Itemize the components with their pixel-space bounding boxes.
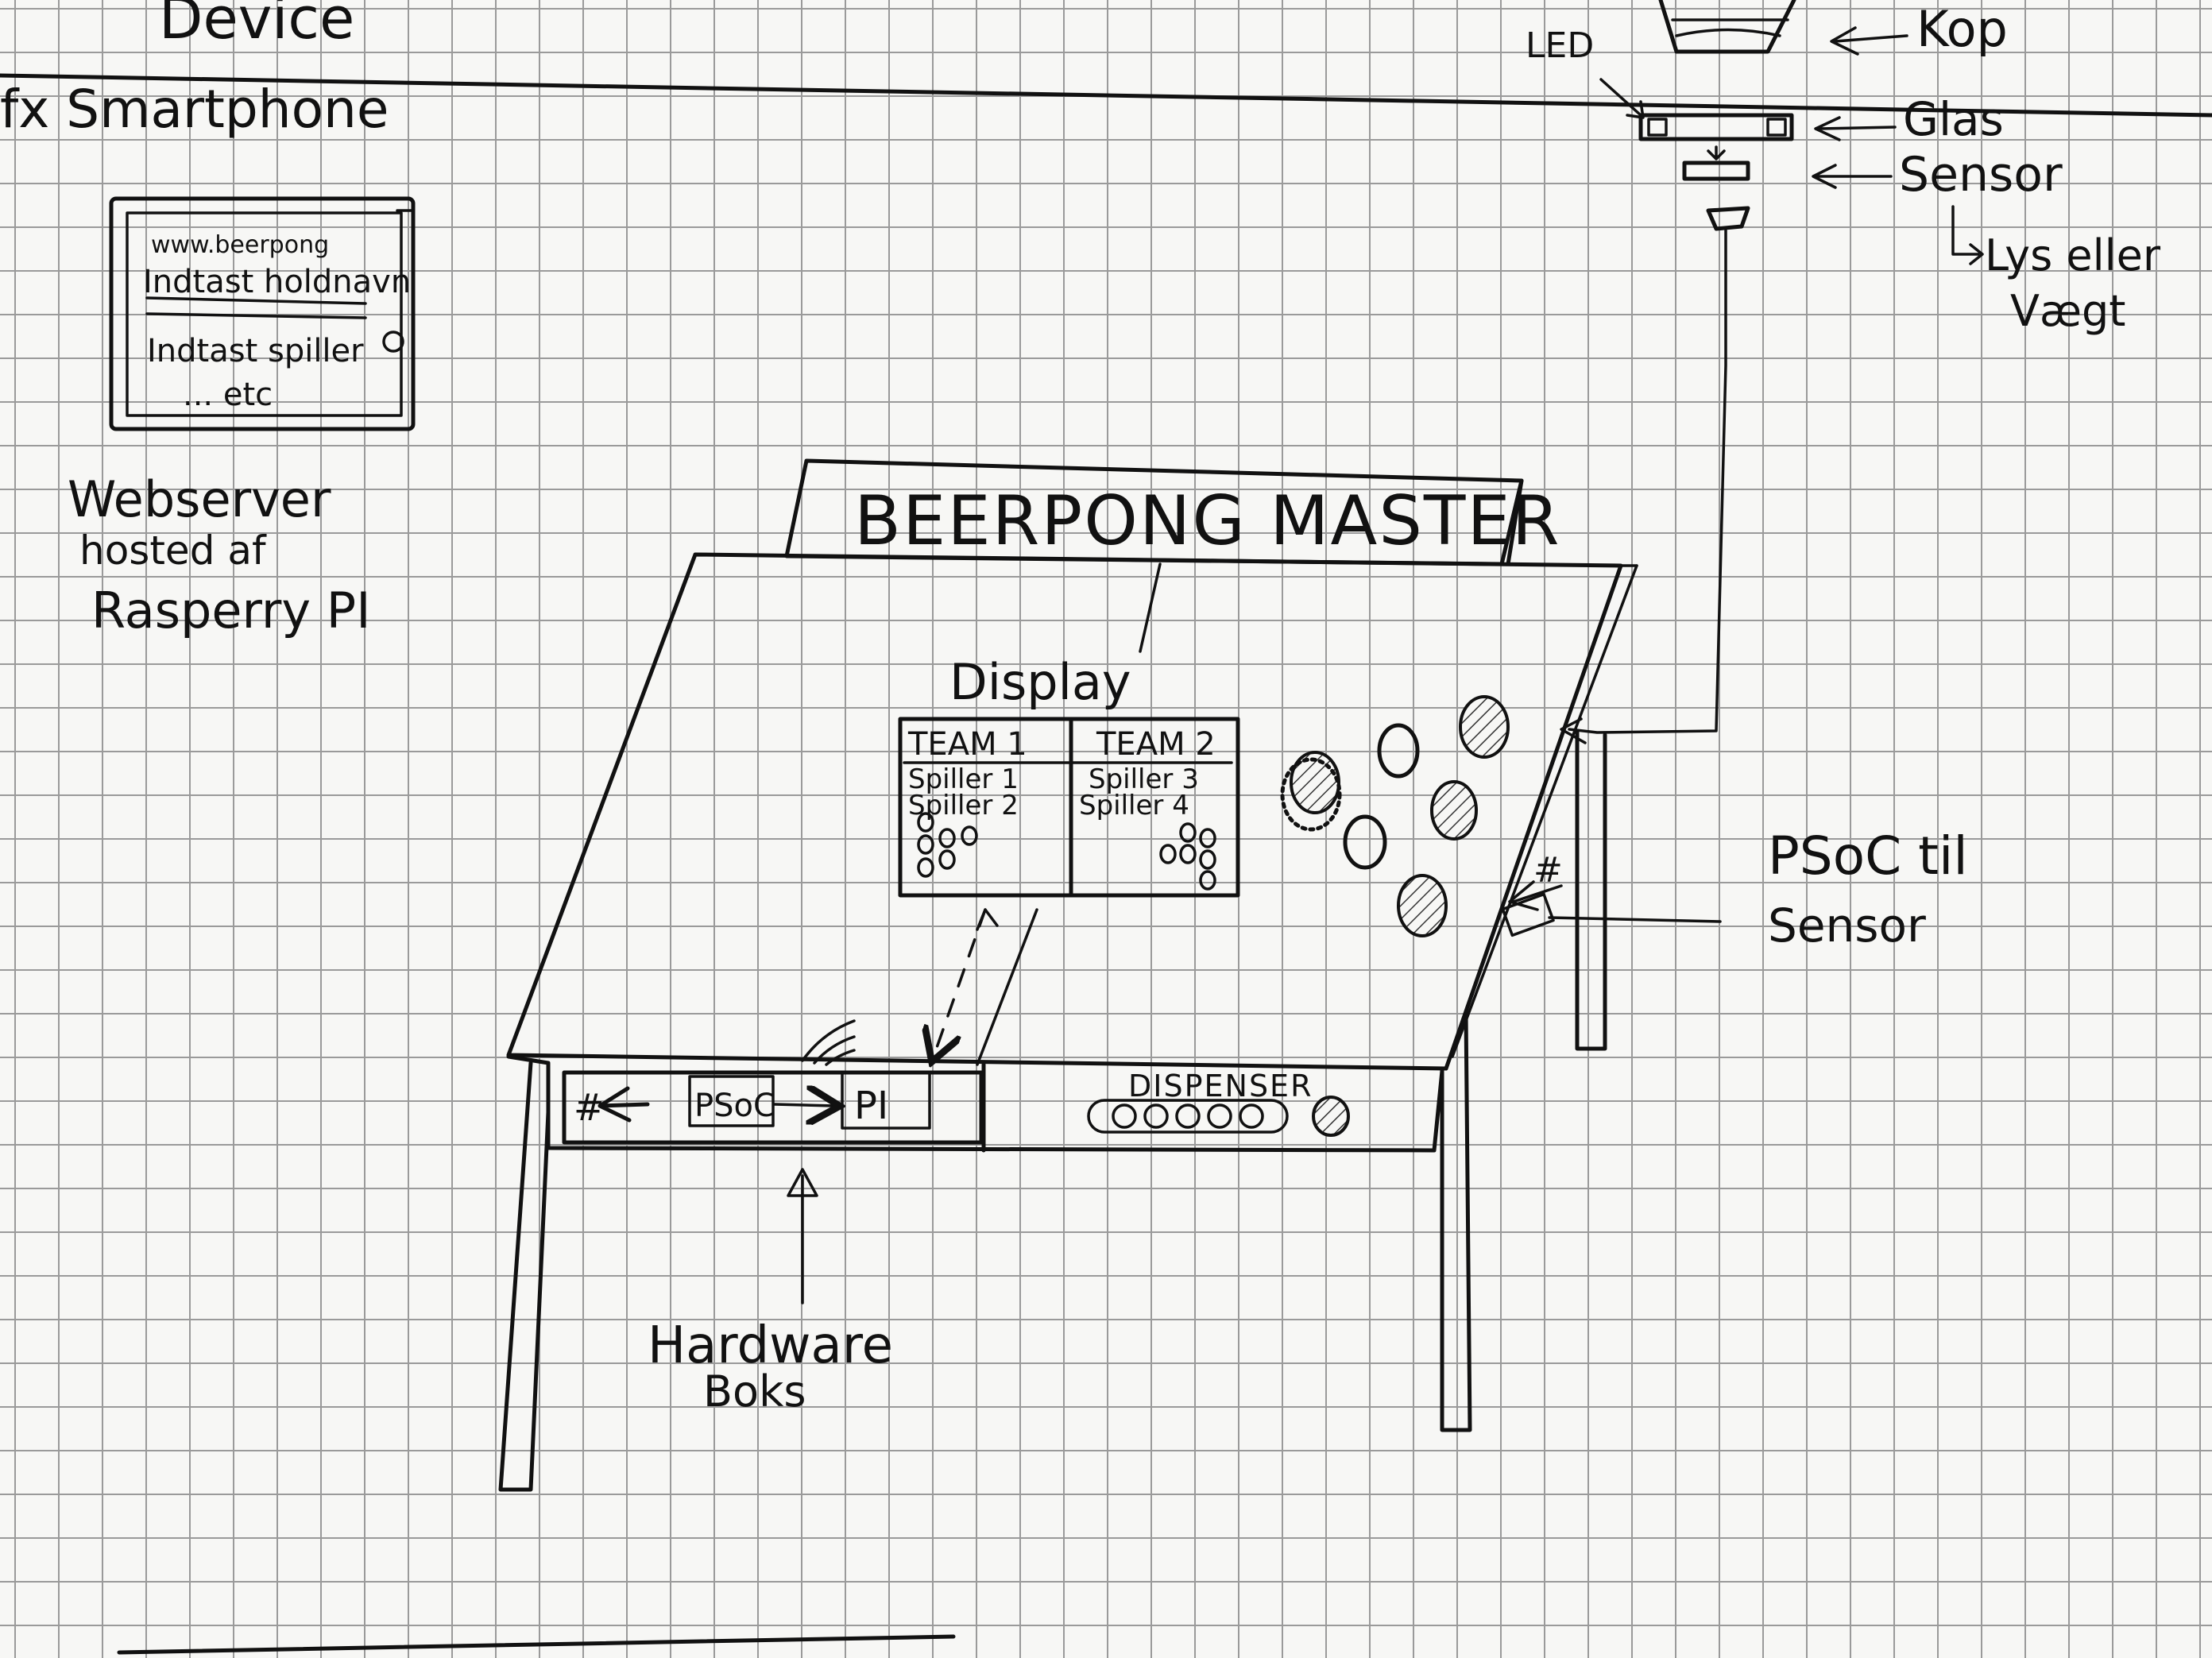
- sensor-block: [1684, 163, 1748, 179]
- device-title: Device: [159, 0, 354, 52]
- hardware-dispenser-label: DISPENSER: [1128, 1069, 1313, 1103]
- smartphone-more: ... etc: [183, 377, 273, 413]
- dispenser-ball-icon: [1313, 1097, 1348, 1135]
- psoc-sensor-line1: PSoC til: [1768, 825, 1968, 887]
- table-cups: [1282, 697, 1508, 936]
- smartphone-url: www.beerpong: [151, 231, 329, 259]
- display-team2-player-b: Spiller 4: [1079, 790, 1189, 821]
- sensor-arrow: [1813, 165, 1891, 187]
- hardware-label-line2: Boks: [703, 1366, 806, 1416]
- sensor-label: Sensor: [1899, 147, 2063, 203]
- banner-title: BEERPONG MASTER: [854, 481, 1561, 561]
- table-leg-front-left: [501, 1063, 548, 1490]
- device-subtitle: fx Smartphone: [0, 79, 389, 140]
- sensor-wire: [1569, 230, 1726, 732]
- psoc-sensor-hash: #: [1533, 850, 1563, 891]
- kop-arrow: [1831, 28, 1907, 54]
- glas-label: Glas: [1903, 92, 2004, 146]
- psoc-pi-arrow: [775, 1104, 834, 1106]
- display-group: Display TEAM 1 Spiller 1 Spiller 2 TEAM …: [900, 653, 1238, 1065]
- led-arrow: [1601, 79, 1643, 118]
- banner-group: BEERPONG MASTER: [787, 461, 1561, 564]
- hardware-psoc-label: PSoC: [694, 1088, 775, 1124]
- table-leg-front-right: [1442, 1013, 1470, 1430]
- sensor-type-line1: Lys eller: [1985, 230, 2161, 280]
- led-right-icon: [1768, 119, 1785, 135]
- hardware-box-group: # PSoC PI DISPENSER Hardware Boks: [564, 1021, 1348, 1416]
- psoc-sensor-line: [1549, 918, 1720, 922]
- webserver-group: Webserver hosted af Rasperry PI: [68, 470, 370, 640]
- cup-icon: [1379, 725, 1417, 776]
- display-team2-cups: [1161, 824, 1215, 889]
- display-label: Display: [949, 653, 1131, 711]
- display-link-dashed-arrow: [934, 910, 985, 1057]
- led-left-icon: [1649, 119, 1666, 135]
- display-team2-name: TEAM 2: [1096, 726, 1216, 763]
- display-team1-name: TEAM 1: [907, 726, 1027, 763]
- cup-icon: [1345, 817, 1385, 868]
- smartphone-sketch: www.beerpong Indtast holdnavn Indtast sp…: [111, 199, 413, 429]
- display-team1-cups: [918, 814, 976, 876]
- psoc-sensor-group: # PSoC til Sensor: [1502, 825, 1967, 953]
- cup-icon: [1460, 697, 1508, 757]
- led-label: LED: [1526, 25, 1594, 66]
- kop-label: Kop: [1916, 0, 2008, 58]
- sensor-type-arrow: [1953, 207, 1982, 264]
- glas-arrow: [1816, 118, 1895, 140]
- sensor-connector: [1708, 208, 1748, 229]
- webserver-line2: hosted af: [79, 528, 267, 574]
- sensor-type-line2: Vægt: [2010, 286, 2125, 336]
- smartphone-field-holdnavn: Indtast holdnavn: [143, 264, 411, 300]
- display-team1-player-b: Spiller 2: [908, 790, 1019, 821]
- cup-icon: [1432, 782, 1476, 839]
- smartphone-field-spiller: Indtast spiller: [147, 333, 364, 369]
- device-group: Device fx Smartphone www.beerpong Indtas…: [0, 0, 413, 429]
- cup-icon: [1398, 875, 1446, 936]
- kop-cup-sketch: [1661, 0, 1794, 52]
- psoc-sensor-line2: Sensor: [1768, 899, 1926, 953]
- hardware-pi-label: PI: [854, 1084, 888, 1128]
- table-leg-back-right: [1577, 731, 1605, 1049]
- webserver-line3: Rasperry PI: [91, 582, 370, 640]
- bottom-rule-line: [119, 1637, 953, 1652]
- webserver-line1: Webserver: [68, 470, 331, 528]
